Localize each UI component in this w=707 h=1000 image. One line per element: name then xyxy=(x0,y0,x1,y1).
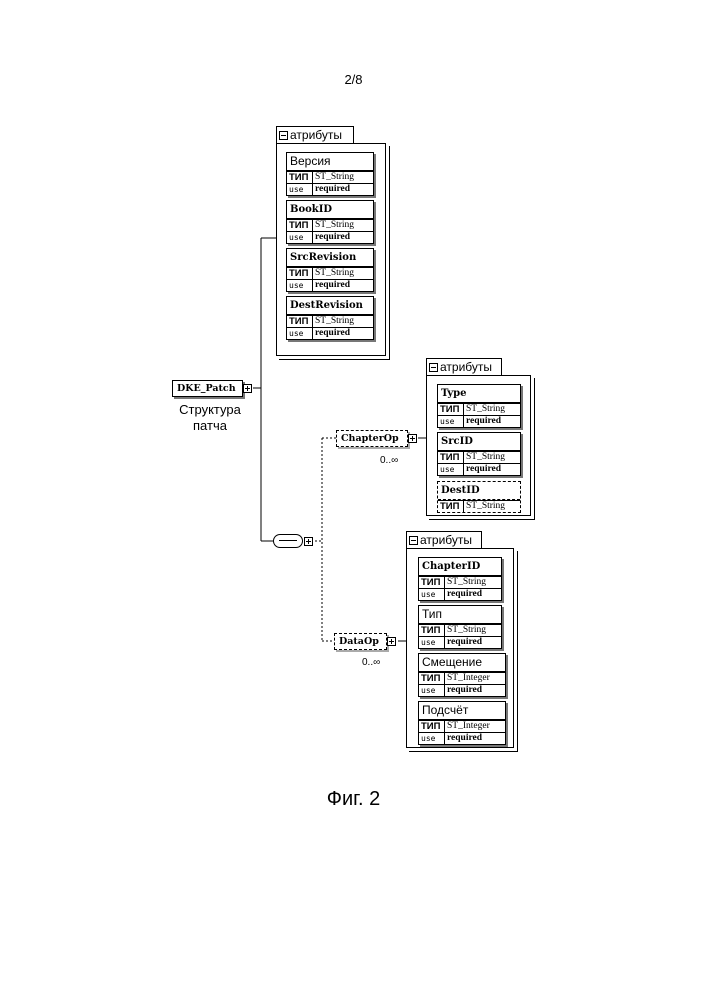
attribute-srcrevision[interactable]: SrcRevision ТИПST_String userequired xyxy=(286,248,374,292)
expand-icon[interactable] xyxy=(304,537,313,546)
use-key: use xyxy=(419,637,445,648)
type-value: ST_String xyxy=(313,220,373,231)
use-value: required xyxy=(313,184,373,195)
use-key: use xyxy=(438,416,464,427)
type-key: ТИП xyxy=(419,721,445,732)
attribute-destrevision[interactable]: DestRevision ТИПST_String userequired xyxy=(286,296,374,340)
attribute-name: Смещение xyxy=(419,654,505,672)
chapterop-element[interactable]: ChapterOp xyxy=(336,430,408,447)
use-key: use xyxy=(287,232,313,243)
attribute-chapterid[interactable]: ChapterID ТИПST_String userequired xyxy=(418,557,502,601)
attribute-destid[interactable]: DestID ТИПST_String xyxy=(437,481,521,513)
type-value: ST_String xyxy=(464,452,520,463)
attribute-name: SrcID xyxy=(438,433,520,451)
collapse-icon[interactable] xyxy=(429,363,438,372)
use-value: required xyxy=(313,232,373,243)
attributes-group-tab[interactable]: атрибуты xyxy=(276,126,354,144)
dataop-element[interactable]: DataOp xyxy=(334,633,387,650)
attribute-type[interactable]: Type ТИПST_String userequired xyxy=(437,384,521,428)
use-value: required xyxy=(313,280,373,291)
collapse-icon[interactable] xyxy=(409,536,418,545)
attribute-name: Тип xyxy=(419,606,501,624)
use-key: use xyxy=(419,685,445,696)
attributes-group-tab[interactable]: атрибуты xyxy=(426,358,502,376)
attribute-version[interactable]: Версия ТИПST_String userequired xyxy=(286,152,374,196)
type-key: ТИП xyxy=(287,268,313,279)
type-key: ТИП xyxy=(438,501,464,512)
expand-icon[interactable] xyxy=(387,637,396,646)
attribute-name: BookID xyxy=(287,201,373,219)
type-key: ТИП xyxy=(438,452,464,463)
use-key: use xyxy=(419,589,445,600)
use-value: required xyxy=(464,416,520,427)
expand-icon[interactable] xyxy=(243,384,252,393)
use-value: required xyxy=(464,464,520,475)
type-key: ТИП xyxy=(419,577,445,588)
attribute-name: SrcRevision xyxy=(287,249,373,267)
type-value: ST_String xyxy=(445,577,501,588)
type-value: ST_Integer xyxy=(445,721,505,732)
type-value: ST_Integer xyxy=(445,673,505,684)
attribute-offset[interactable]: Смещение ТИПST_Integer userequired xyxy=(418,653,506,697)
root-label-line2: патча xyxy=(164,418,256,434)
sequence-icon xyxy=(279,540,297,542)
attribute-name: Версия xyxy=(287,153,373,171)
attributes-title: атрибуты xyxy=(420,533,472,547)
type-key: ТИП xyxy=(419,625,445,636)
attribute-tip[interactable]: Тип ТИПST_String userequired xyxy=(418,605,502,649)
use-key: use xyxy=(287,280,313,291)
use-value: required xyxy=(313,328,373,339)
attribute-name: ChapterID xyxy=(419,558,501,576)
attribute-bookid[interactable]: BookID ТИПST_String userequired xyxy=(286,200,374,244)
root-element[interactable]: DKE_Patch xyxy=(172,380,243,397)
use-value: required xyxy=(445,589,501,600)
attributes-group-tab[interactable]: атрибуты xyxy=(406,531,482,549)
use-value: required xyxy=(445,733,505,744)
type-key: ТИП xyxy=(287,172,313,183)
attribute-count[interactable]: Подсчёт ТИПST_Integer userequired xyxy=(418,701,506,745)
type-key: ТИП xyxy=(287,220,313,231)
attribute-name: DestID xyxy=(438,482,520,500)
type-value: ST_String xyxy=(313,172,373,183)
attribute-name: Type xyxy=(438,385,520,403)
attribute-srcid[interactable]: SrcID ТИПST_String userequired xyxy=(437,432,521,476)
use-key: use xyxy=(438,464,464,475)
collapse-icon[interactable] xyxy=(279,131,288,140)
type-value: ST_String xyxy=(464,404,520,415)
attributes-title: атрибуты xyxy=(440,360,492,374)
expand-icon[interactable] xyxy=(408,434,417,443)
multiplicity-label: 0..∞ xyxy=(380,455,398,466)
attribute-name: DestRevision xyxy=(287,297,373,315)
use-key: use xyxy=(287,328,313,339)
type-value: ST_String xyxy=(464,501,520,512)
type-key: ТИП xyxy=(419,673,445,684)
type-value: ST_String xyxy=(313,268,373,279)
use-value: required xyxy=(445,685,505,696)
use-value: required xyxy=(445,637,501,648)
type-key: ТИП xyxy=(287,316,313,327)
attributes-title: атрибуты xyxy=(290,128,342,142)
type-value: ST_String xyxy=(445,625,501,636)
root-label-line1: Структура xyxy=(164,402,256,418)
use-key: use xyxy=(419,733,445,744)
type-key: ТИП xyxy=(438,404,464,415)
type-value: ST_String xyxy=(313,316,373,327)
use-key: use xyxy=(287,184,313,195)
multiplicity-label: 0..∞ xyxy=(362,657,380,668)
attribute-name: Подсчёт xyxy=(419,702,505,720)
sequence-compositor[interactable] xyxy=(273,534,303,548)
figure-caption: Фиг. 2 xyxy=(0,788,707,811)
root-label: Структура патча xyxy=(164,402,256,434)
